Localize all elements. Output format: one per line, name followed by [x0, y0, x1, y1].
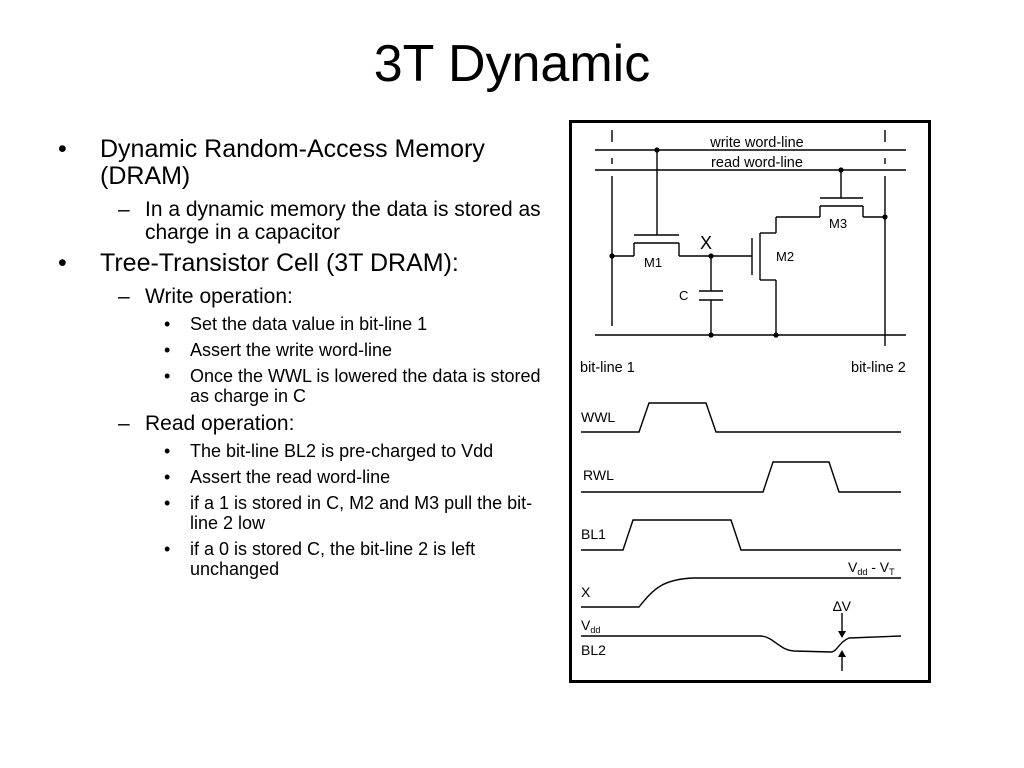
bullet-marker: •	[164, 366, 171, 386]
bullet-text: In a dynamic memory the data is stored a…	[145, 198, 541, 244]
read-word-line-label: read word-line	[711, 155, 803, 171]
bullet-level-3: • Assert the read word-line	[58, 467, 553, 487]
bl1-label: BL1	[581, 526, 606, 542]
bullet-text: Read operation:	[145, 412, 295, 435]
bullet-text: Assert the write word-line	[190, 340, 393, 360]
delta-v-label: ∆V	[833, 598, 852, 614]
bullet-text: Tree-Transistor Cell (3T DRAM):	[100, 249, 459, 277]
node-x-label: X	[700, 233, 712, 253]
dash-marker: –	[118, 285, 130, 308]
wwl-waveform	[581, 402, 901, 433]
bullet-level-3: • The bit-line BL2 is pre-charged to Vdd	[58, 441, 553, 461]
x-waveform-label: X	[581, 584, 591, 600]
wwl-label: WWL	[581, 409, 615, 425]
dram-diagram: write word-line read word-line M1 M2 M3 …	[569, 120, 931, 688]
bl1-waveform	[581, 519, 901, 551]
bullet-marker: •	[164, 314, 171, 334]
bl2-waveform	[581, 635, 902, 653]
dash-marker: –	[118, 198, 130, 221]
rwl-label: RWL	[583, 467, 614, 483]
bit-line-1-label: bit-line 1	[580, 360, 635, 376]
bl2-label: BL2	[581, 642, 606, 658]
bit-line-2-label: bit-line 2	[851, 360, 906, 376]
capacitor-label: C	[679, 288, 688, 303]
bullet-level-2: –In a dynamic memory the data is stored …	[58, 198, 553, 244]
bullet-level-3: • if a 0 is stored C, the bit-line 2 is l…	[58, 539, 553, 579]
bullet-text: Dynamic Random-Access Memory (DRAM)	[100, 135, 485, 190]
bullet-level-3: • if a 1 is stored in C, M2 and M3 pull t…	[58, 493, 553, 533]
slide-title: 3T Dynamic	[373, 35, 651, 93]
bullet-marker: •	[164, 441, 171, 461]
diagram-frame	[569, 120, 931, 683]
rwl-waveform	[581, 461, 901, 493]
bullet-list: •Dynamic Random-Access Memory (DRAM)–In …	[58, 136, 553, 585]
bullet-text: Set the data value in bit-line 1	[190, 314, 428, 334]
bullet-marker: •	[58, 249, 67, 277]
bullet-marker: •	[164, 493, 171, 513]
bullet-level-1: • Tree-Transistor Cell (3T DRAM):	[58, 250, 553, 277]
bullet-level-2: –Write operation:	[58, 285, 553, 308]
bullet-marker: •	[164, 467, 171, 487]
bullet-level-3: • Assert the write word-line	[58, 340, 553, 360]
dram-diagram-svg: write word-line read word-line M1 M2 M3 …	[569, 120, 931, 683]
bullet-text: if a 0 is stored C, the bit-line 2 is le…	[190, 539, 476, 579]
bullet-marker: •	[164, 340, 171, 360]
bullet-level-2: –Read operation:	[58, 412, 553, 435]
m3-label: M3	[829, 216, 847, 231]
vdd-minus-vt-label: Vdd - VT	[848, 559, 895, 577]
m2-label: M2	[776, 249, 794, 264]
bullet-text: Assert the read word-line	[190, 467, 391, 487]
bullet-level-3: • Once the WWL is lowered the data is sto…	[58, 366, 553, 406]
bullet-marker: •	[164, 539, 171, 559]
dash-marker: –	[118, 412, 130, 435]
bullet-level-1: • Dynamic Random-Access Memory (DRAM)	[58, 136, 553, 190]
bullet-text: Write operation:	[145, 285, 293, 308]
m1-label: M1	[644, 255, 662, 270]
bullet-marker: •	[58, 135, 67, 163]
bullet-level-3: • Set the data value in bit-line 1	[58, 314, 553, 334]
vdd-label: Vdd	[581, 617, 600, 635]
bullet-text: Once the WWL is lowered the data is stor…	[190, 366, 541, 406]
bullet-text: The bit-line BL2 is pre-charged to Vdd	[190, 441, 494, 461]
bullet-text: if a 1 is stored in C, M2 and M3 pull th…	[190, 493, 533, 533]
write-word-line-label: write word-line	[709, 135, 803, 151]
x-waveform	[581, 577, 901, 608]
